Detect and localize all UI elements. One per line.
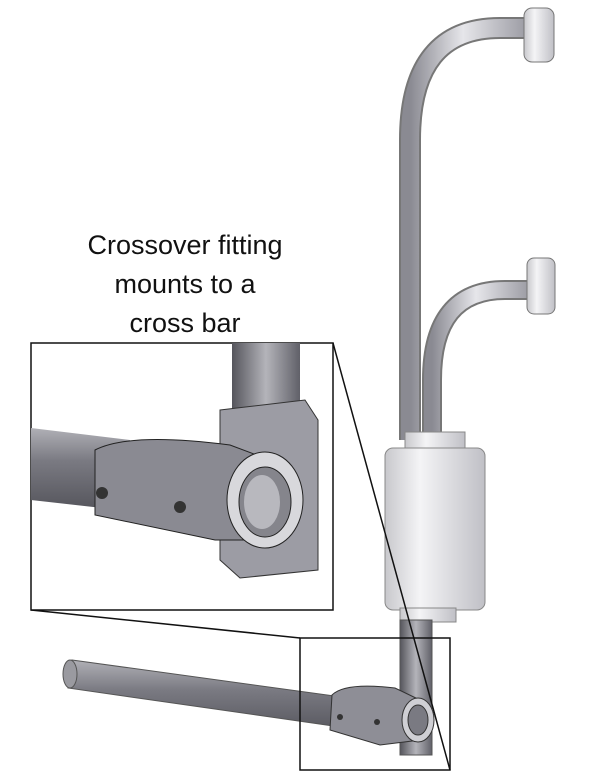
caption-line-2: mounts to a <box>114 269 256 299</box>
crossover-fitting <box>329 685 435 746</box>
upper-arm <box>399 7 555 440</box>
callout-caption: Crossover fitting mounts to a cross bar <box>40 226 330 343</box>
detail-region-box <box>299 637 451 771</box>
callout-line <box>332 342 451 771</box>
lower-arm-cap <box>526 257 556 315</box>
caption-line-1: Crossover fitting <box>87 230 283 260</box>
lower-arm <box>422 257 556 440</box>
callout-line <box>30 609 301 639</box>
upper-arm-cap <box>523 7 555 63</box>
caption-line-3: cross bar <box>129 308 241 338</box>
inset-detail-view <box>30 342 334 611</box>
fixture-body <box>384 431 486 623</box>
